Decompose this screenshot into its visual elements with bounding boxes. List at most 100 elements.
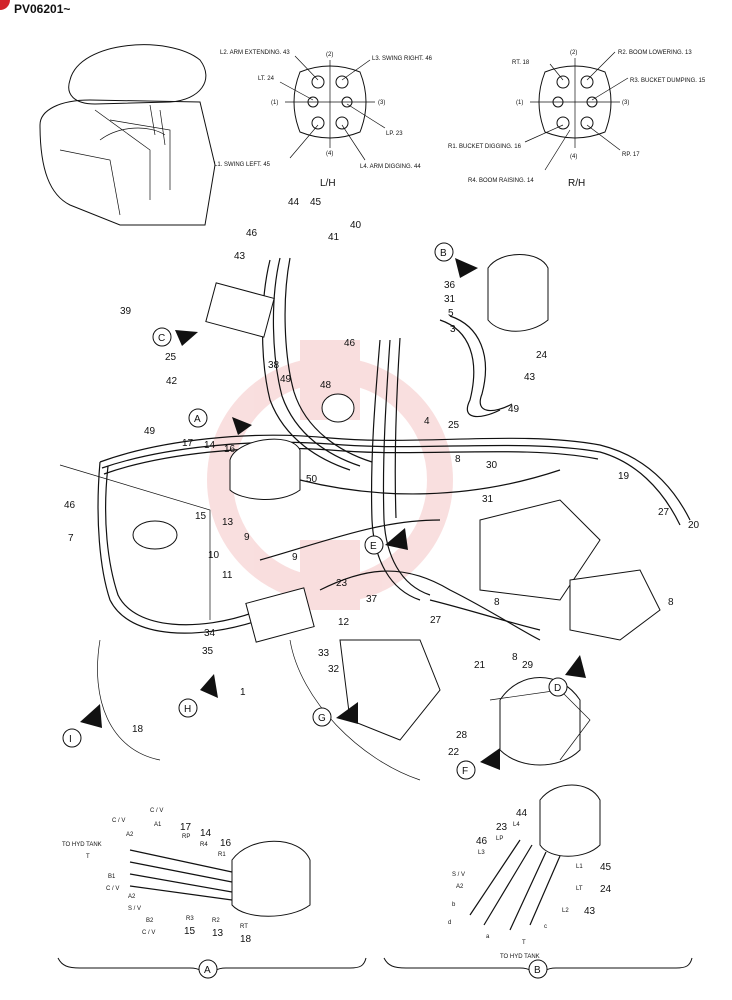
callout-circles: A B C D E F G H I xyxy=(62,242,568,780)
detail-a-label: R3 xyxy=(186,916,194,922)
callout-letter: D xyxy=(554,683,561,694)
lh-port-label: L3. SWING RIGHT. 46 xyxy=(372,56,433,62)
detail-a-label: TO HYD TANK xyxy=(62,842,102,848)
part-number: 37 xyxy=(366,594,378,605)
part-number: 43 xyxy=(234,251,246,262)
part-number: 39 xyxy=(120,306,132,317)
part-number: 46 xyxy=(344,338,356,349)
detail-b-label: c xyxy=(544,924,547,930)
part-number-labels: 1 3 4 5 6 7 8 8 8 8 9 9 10 11 12 13 14 1… xyxy=(64,197,700,758)
shuttle-block-1 xyxy=(245,587,315,643)
part-number: 35 xyxy=(202,646,214,657)
callout-letter: I xyxy=(69,734,72,745)
part-number: 23 xyxy=(336,578,348,589)
part-number: 11 xyxy=(222,570,233,581)
part-number: 29 xyxy=(522,660,534,671)
part-number: 27 xyxy=(430,615,442,626)
rh-numeral: (3) xyxy=(622,100,629,106)
callout-marker xyxy=(548,677,568,697)
rh-caption: R/H xyxy=(568,178,585,189)
lh-port-label: L4. ARM DIGGING. 44 xyxy=(360,164,421,170)
callout-letter: A xyxy=(194,414,201,425)
lh-port-label: L2. ARM EXTENDING. 43 xyxy=(220,50,290,56)
detail-b-inset: L4 LP L3 S / V A2 b a d c T L1 LT L2 TO … xyxy=(383,784,693,979)
detail-b-number: 23 xyxy=(496,822,508,833)
detail-b-caption: B xyxy=(534,965,541,976)
callout-letter: E xyxy=(370,541,377,552)
part-number: 46 xyxy=(246,228,258,239)
callout-letter: H xyxy=(184,704,191,715)
detail-b-number: 43 xyxy=(584,906,596,917)
part-number: 27 xyxy=(658,507,670,518)
callout-marker xyxy=(178,698,198,718)
detail-b-label: TO HYD TANK xyxy=(500,954,540,960)
detail-b-label: T xyxy=(522,940,526,946)
cab-seat-illustration xyxy=(39,44,216,226)
detail-a-label: A2 xyxy=(128,894,136,900)
detail-a-label: C / V xyxy=(150,808,163,814)
part-number: 19 xyxy=(618,471,630,482)
detail-a-label: B2 xyxy=(146,918,154,924)
detail-b-number: 46 xyxy=(476,836,488,847)
lh-numeral: (3) xyxy=(378,100,385,106)
part-number: 31 xyxy=(482,494,494,505)
part-number: 15 xyxy=(195,511,207,522)
part-number: 30 xyxy=(486,460,498,471)
detail-a-number: 14 xyxy=(200,828,212,839)
lh-pilot-valve-detail-a xyxy=(231,840,311,917)
control-valve-section xyxy=(569,569,661,641)
part-number: 34 xyxy=(204,628,216,639)
callout-marker xyxy=(364,535,384,555)
detail-a-label: A2 xyxy=(126,832,134,838)
lh-numeral: (4) xyxy=(326,151,333,157)
part-number: 45 xyxy=(310,197,322,208)
part-number: 8 xyxy=(512,652,518,663)
detail-a-number: 13 xyxy=(212,928,224,939)
swivel-joint xyxy=(499,677,581,766)
detail-a-label: C / V xyxy=(106,886,119,892)
part-number: 49 xyxy=(280,374,292,385)
detail-b-caption-marker xyxy=(528,959,548,979)
lh-numeral: (2) xyxy=(326,52,333,58)
detail-a-number: 18 xyxy=(240,934,252,945)
part-number: 50 xyxy=(306,474,318,485)
detail-b-label: L1 xyxy=(576,864,583,870)
part-number: 8 xyxy=(455,454,461,465)
detail-a-label: R2 xyxy=(212,918,220,924)
part-number: 4 xyxy=(424,416,430,427)
callout-letter: F xyxy=(462,766,468,777)
detail-b-number: 44 xyxy=(516,808,528,819)
detail-a-number: 17 xyxy=(180,822,192,833)
detail-a-caption-marker xyxy=(198,959,218,979)
detail-a-label: A1 xyxy=(154,822,162,828)
detail-a-label: RT xyxy=(240,924,248,930)
part-number: 18 xyxy=(132,724,144,735)
part-number: 10 xyxy=(208,550,220,561)
callout-marker xyxy=(152,327,172,347)
part-number: 20 xyxy=(688,520,700,531)
part-number: 49 xyxy=(144,426,156,437)
rh-pilot-valve-detail-b xyxy=(539,784,601,857)
detail-b-label: a xyxy=(486,934,490,940)
callout-marker xyxy=(62,728,82,748)
callout-arrows xyxy=(80,258,586,770)
part-number: 21 xyxy=(474,660,486,671)
part-number: 9 xyxy=(292,552,298,563)
part-number: 22 xyxy=(448,747,460,758)
lh-numeral: (1) xyxy=(271,100,278,106)
part-number: 41 xyxy=(328,232,340,243)
part-number: 25 xyxy=(448,420,460,431)
bracket-plate xyxy=(205,282,275,338)
rh-numeral: (2) xyxy=(570,50,577,56)
detail-b-label: L2 xyxy=(562,908,569,914)
detail-a-label: R1 xyxy=(218,852,226,858)
part-number: 25 xyxy=(165,352,177,363)
part-number: 31 xyxy=(444,294,456,305)
rh-port-label: R2. BOOM LOWERING. 13 xyxy=(618,50,692,56)
detail-a-label: B1 xyxy=(108,874,116,880)
callout-letter: B xyxy=(440,248,447,259)
rh-port-label: R4. BOOM RAISING. 14 xyxy=(468,178,534,184)
cap-48 xyxy=(321,393,355,423)
part-number: 17 xyxy=(182,438,194,449)
component-shapes xyxy=(132,254,661,766)
